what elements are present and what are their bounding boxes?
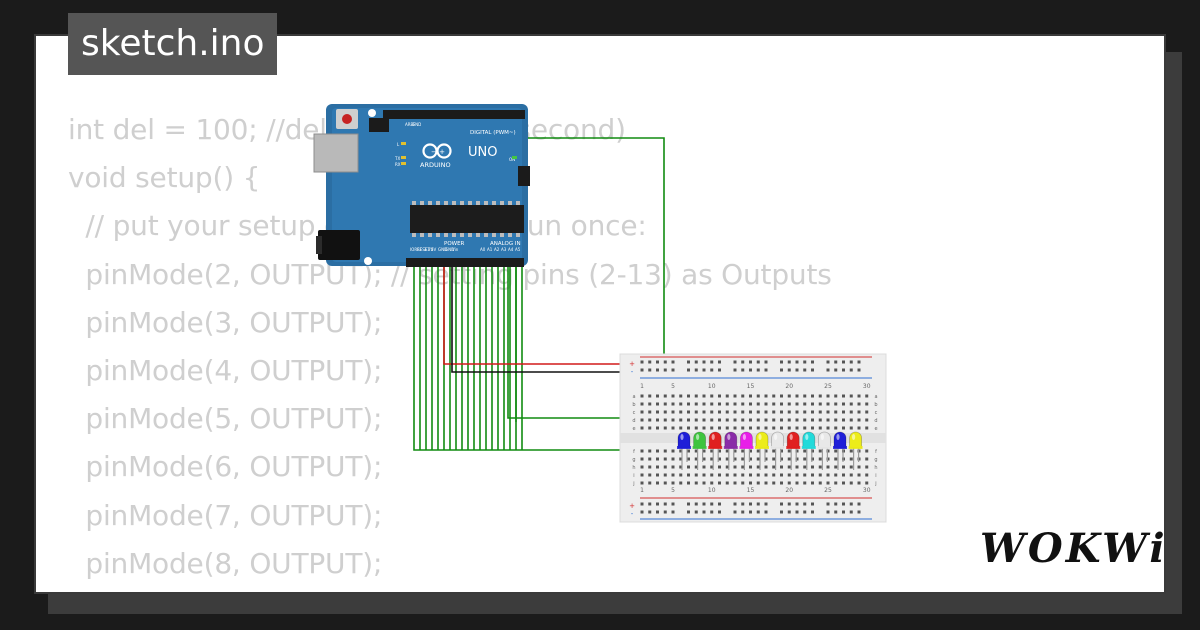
- board-label: GND: [445, 247, 454, 252]
- led[interactable]: [817, 431, 832, 470]
- rail-sign: +: [629, 502, 635, 510]
- column-number: 1: [640, 487, 644, 494]
- board-label: A3: [501, 247, 507, 252]
- file-name-tab[interactable]: sketch.ino: [68, 13, 278, 75]
- board-label: A4: [508, 247, 514, 252]
- code-line: pinMode(3, OUTPUT);: [68, 305, 383, 339]
- led[interactable]: [677, 431, 691, 470]
- led[interactable]: [833, 431, 847, 470]
- led[interactable]: [786, 431, 801, 470]
- atmega-chip: [410, 205, 524, 233]
- row-letter: d: [874, 418, 877, 424]
- board-label: AREF: [405, 122, 416, 127]
- row-letter: b: [874, 402, 877, 408]
- led[interactable]: [692, 431, 707, 470]
- board-label: A0: [480, 247, 486, 252]
- board-label: POWER: [444, 241, 465, 247]
- usb-port: [313, 133, 359, 173]
- row-letter: c: [633, 410, 636, 416]
- column-number: 5: [671, 383, 675, 390]
- board-label: 3.3V: [424, 247, 433, 252]
- board-model: UNO: [468, 145, 497, 160]
- code-line: pinMode(6, OUTPUT);: [68, 450, 383, 484]
- column-number: 30: [863, 383, 871, 390]
- column-number: 10: [708, 487, 716, 494]
- row-letter: c: [875, 410, 878, 416]
- column-number: 1: [640, 383, 644, 390]
- column-number: 15: [747, 383, 755, 390]
- column-number: 25: [824, 383, 832, 390]
- board-label: A2: [494, 247, 500, 252]
- wokwi-logo: WOKWi: [980, 525, 1168, 572]
- board-label: GND: [412, 122, 421, 127]
- arduino-logo: [422, 143, 452, 159]
- row-letter: i: [633, 473, 634, 479]
- column-number: 20: [785, 487, 793, 494]
- column-number: 10: [708, 383, 716, 390]
- board-label: ANALOG IN: [490, 241, 521, 247]
- rail-sign: -: [631, 368, 634, 376]
- led[interactable]: [848, 431, 863, 470]
- board-label: ON: [509, 157, 515, 162]
- power-jack: [318, 230, 360, 260]
- board-label: Vin: [452, 247, 459, 252]
- code-line: pinMode(5, OUTPUT);: [68, 402, 383, 436]
- led[interactable]: [739, 431, 754, 470]
- row-letter: j: [632, 481, 634, 487]
- board-brand: ARDUINO: [420, 161, 451, 169]
- row-letter: f: [633, 449, 635, 455]
- board-label: A1: [487, 247, 493, 252]
- rail-sign: +: [629, 360, 635, 368]
- column-number: 25: [824, 487, 832, 494]
- leds[interactable]: [677, 431, 863, 470]
- column-number: 15: [747, 487, 755, 494]
- led[interactable]: [755, 431, 769, 470]
- column-number: 20: [785, 383, 793, 390]
- row-letter: j: [874, 481, 876, 487]
- board-label: TX: [394, 156, 400, 161]
- board-label: 5V: [431, 247, 437, 252]
- rail-sign: -: [631, 510, 634, 518]
- led[interactable]: [708, 431, 723, 470]
- board-label: IOREF: [410, 247, 423, 252]
- board-label: DIGITAL (PWM~): [470, 130, 516, 136]
- row-letter: h: [874, 465, 877, 471]
- row-letter: h: [632, 465, 635, 471]
- row-letter: g: [874, 457, 877, 463]
- code-line: pinMode(4, OUTPUT);: [68, 353, 383, 387]
- board-label: RESET: [417, 247, 430, 252]
- row-letter: a: [632, 394, 635, 400]
- column-number: 5: [671, 487, 675, 494]
- row-letter: b: [632, 402, 635, 408]
- code-line: void setup() {: [68, 161, 261, 195]
- led[interactable]: [801, 431, 816, 470]
- code-line: pinMode(7, OUTPUT);: [68, 498, 383, 532]
- row-letter: e: [874, 426, 877, 432]
- board-label: RX: [395, 162, 401, 167]
- row-letter: a: [874, 394, 877, 400]
- led[interactable]: [723, 431, 738, 470]
- row-letter: g: [632, 457, 635, 463]
- board-label: A5: [515, 247, 521, 252]
- row-letter: i: [875, 473, 876, 479]
- column-number: 30: [863, 487, 871, 494]
- board-label: GND: [438, 247, 447, 252]
- row-letter: e: [632, 426, 635, 432]
- board-label: L: [397, 142, 400, 147]
- led[interactable]: [770, 431, 785, 470]
- row-letter: d: [632, 418, 635, 424]
- code-line: pinMode(8, OUTPUT);: [68, 546, 383, 580]
- svg-text:− +: − +: [431, 148, 445, 156]
- row-letter: f: [875, 449, 877, 455]
